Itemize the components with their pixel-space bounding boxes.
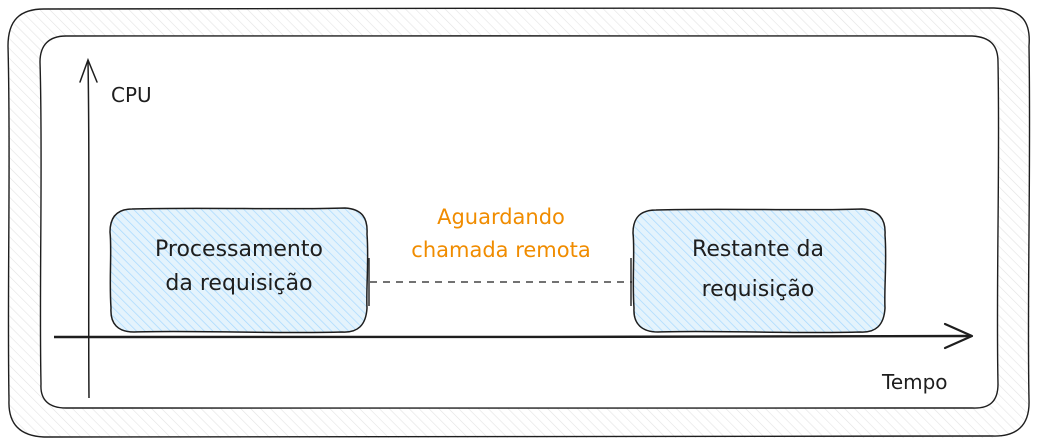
- y-axis: [79, 57, 98, 399]
- waiting-connector: [368, 258, 632, 306]
- box-right-line1: Restante da: [692, 237, 824, 262]
- box-left-line2: da requisição: [165, 271, 312, 296]
- box-right-line2: requisição: [702, 277, 815, 302]
- waiting-label-line2: chamada remota: [411, 238, 590, 262]
- box-restante: [632, 208, 887, 334]
- x-axis: [53, 322, 974, 350]
- box-processamento: [109, 207, 369, 334]
- x-axis-label: Tempo: [881, 370, 948, 394]
- box-left-line1: Processamento: [155, 237, 323, 262]
- waiting-label-line1: Aguardando: [437, 205, 565, 229]
- y-axis-label: CPU: [111, 83, 152, 107]
